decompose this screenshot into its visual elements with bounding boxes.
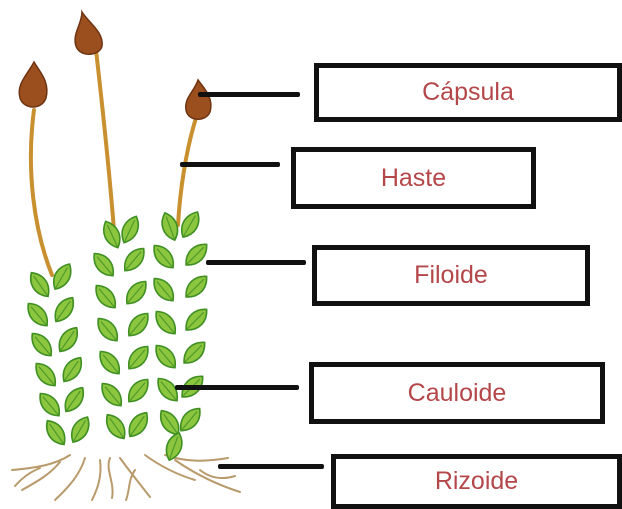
label-cauloide: Cauloide [408, 379, 507, 408]
label-box-capsula: Cápsula [314, 63, 622, 122]
label-box-cauloide: Cauloide [309, 362, 605, 424]
label-box-haste: Haste [291, 147, 536, 209]
label-box-filoide: Filoide [312, 245, 590, 306]
leader-line-cauloide [175, 385, 299, 390]
label-rizoide: Rizoide [435, 467, 518, 496]
leafy-shoots [23, 208, 212, 462]
label-haste: Haste [381, 164, 446, 193]
leader-line-capsula [198, 92, 300, 97]
leader-line-haste [180, 162, 280, 167]
rhizoids [12, 455, 240, 500]
label-box-rizoide: Rizoide [331, 454, 622, 509]
leader-line-filoide [206, 260, 306, 265]
label-filoide: Filoide [414, 261, 488, 290]
label-capsula: Cápsula [422, 78, 514, 107]
leader-line-rizoide [218, 464, 324, 469]
capsules [19, 12, 211, 119]
